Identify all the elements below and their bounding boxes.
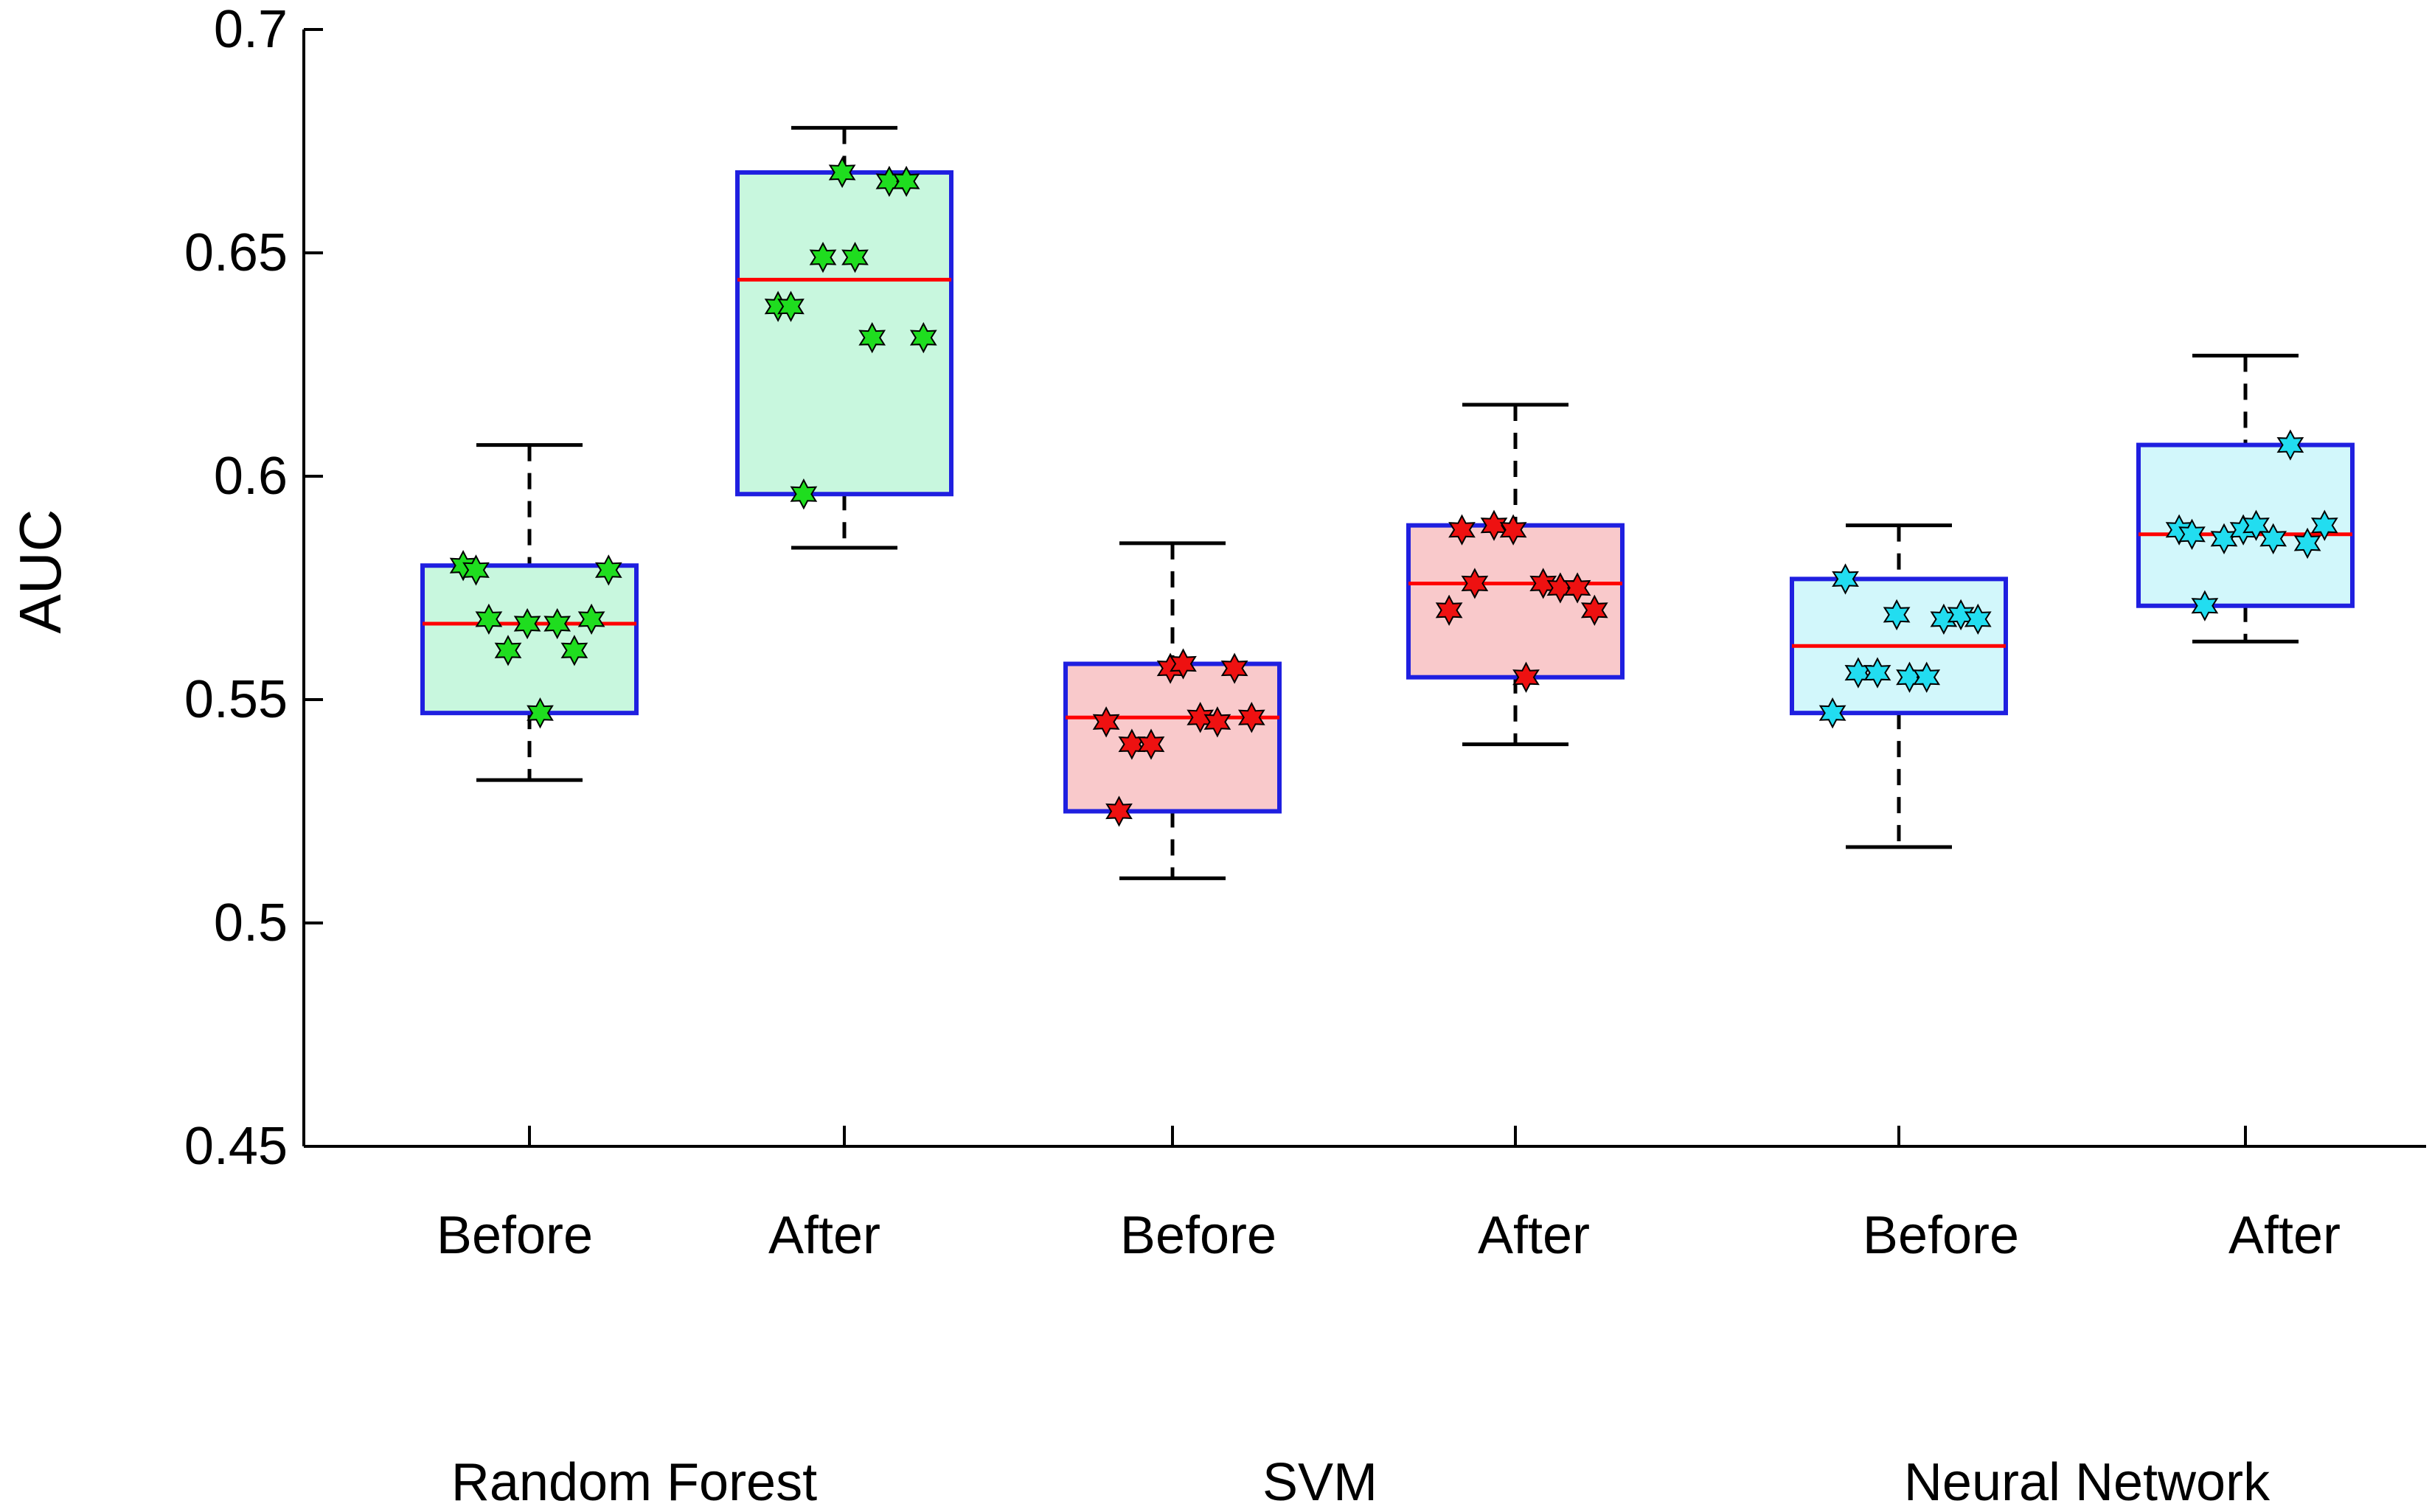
data-point [809,241,837,274]
data-point [909,321,937,354]
y-tick-label: 0.65 [184,223,288,282]
box-body [420,563,639,716]
data-point [2276,429,2304,461]
data-point [1461,568,1489,599]
x-tick-label: Before [437,1206,593,1265]
axes: AUC [7,29,2426,1148]
box-5 [1790,523,2008,849]
data-point [790,478,818,510]
x-tick-label: After [768,1206,880,1265]
box-2 [735,125,953,550]
y-ticks: 0.45 0.5 0.55 0.6 0.65 0.7 [184,0,323,1176]
box-1 [420,443,639,782]
data-point [1883,599,1911,631]
data-point [1203,706,1231,738]
data-point [2242,509,2270,541]
group-label: Neural Network [1904,1453,2271,1512]
x-ticks: Before After Before After Before After [437,1126,2341,1265]
data-point [1448,514,1476,546]
data-point [1947,599,1975,631]
data-point [1480,509,1508,541]
y-tick-label: 0.7 [214,0,288,59]
data-point [2178,518,2206,550]
group-label: SVM [1262,1453,1377,1512]
data-point [1964,603,1992,635]
data-point [892,165,920,198]
data-point [777,290,805,322]
data-point [1580,594,1608,626]
data-point [2310,509,2338,541]
x-tick-label: Before [1863,1206,2019,1265]
data-point [828,156,856,189]
x-tick-label: After [2228,1206,2341,1265]
data-point [841,241,869,274]
data-point [560,635,588,666]
data-point [858,321,886,354]
x-tick-label: Before [1120,1206,1276,1265]
data-point [1863,657,1891,689]
data-point [494,635,522,666]
box-body [1063,661,1282,814]
data-point [513,607,541,640]
data-point [1092,706,1120,738]
data-point [1499,514,1527,546]
data-point [1220,652,1248,684]
group-labels: Random Forest SVM Neural Network [451,1453,2271,1512]
data-point [1435,594,1463,626]
data-point [2191,590,2219,621]
y-tick-label: 0.5 [214,893,288,952]
box-6 [2136,353,2355,644]
data-point [1818,697,1846,729]
y-tick-label: 0.6 [214,447,288,506]
y-tick-label: 0.55 [184,670,288,729]
data-point [475,603,503,635]
box-body [1406,523,1625,680]
data-point [2259,523,2287,554]
boxes [420,125,2355,880]
data-point [594,554,622,586]
group-label: Random Forest [451,1453,817,1512]
data-point [1137,728,1165,760]
data-point [1187,702,1215,734]
data-point [1105,795,1133,827]
box-4 [1406,403,1625,747]
data-point [1832,563,1859,595]
data-point [1563,572,1591,604]
data-point [462,554,490,586]
box-3 [1063,541,1282,880]
data-point [1170,648,1197,680]
x-tick-label: After [1478,1206,1590,1265]
data-point [1529,568,1557,599]
data-point [1913,661,1941,693]
y-axis-label: AUC [7,509,73,634]
data-point [1512,661,1540,693]
data-point [527,697,554,729]
data-point [2293,527,2321,560]
data-point [577,603,605,635]
y-tick-label: 0.45 [184,1117,288,1176]
data-point [1237,702,1265,734]
data-point [543,607,571,640]
